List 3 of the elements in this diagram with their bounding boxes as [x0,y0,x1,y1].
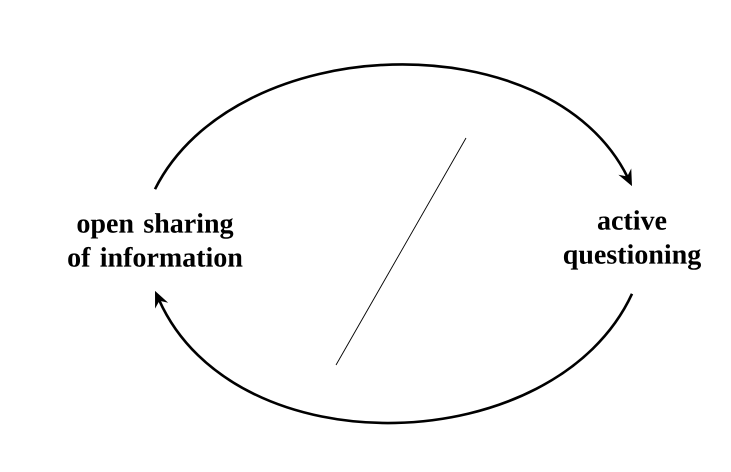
cycle-label: active questioning [564,210,701,270]
curved-arrow [154,63,632,190]
cycle-label: open sharing of information [68,213,242,267]
